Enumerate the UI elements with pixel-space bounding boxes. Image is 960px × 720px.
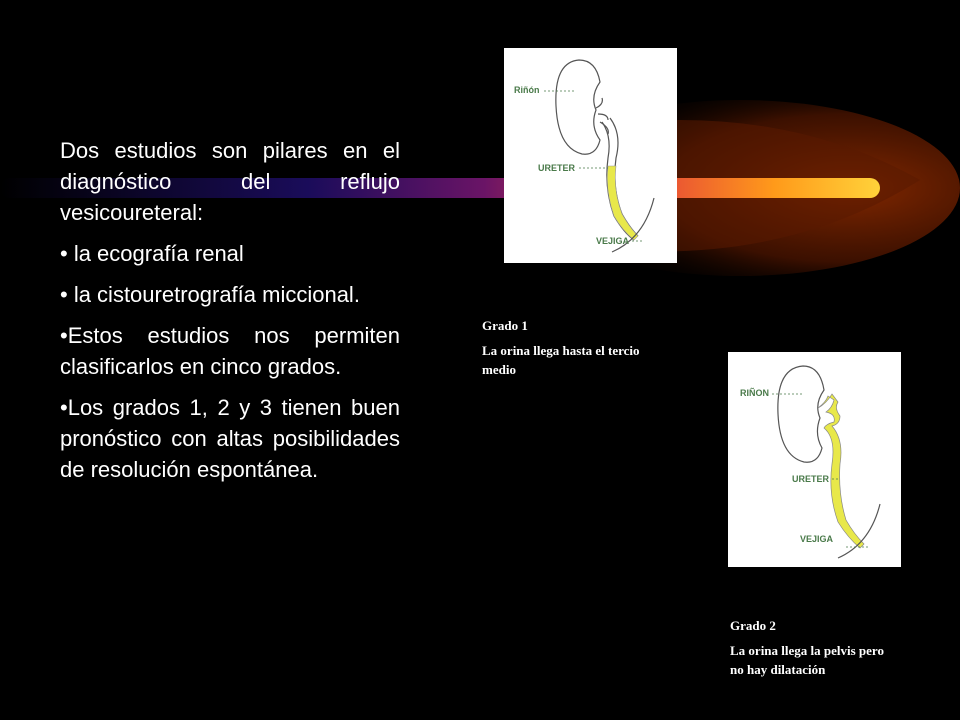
grade2-kidney-label: RIÑON — [740, 388, 769, 398]
grade2-caption-text: La orina llega la pelvis pero no hay dil… — [730, 643, 884, 677]
bullet-cistouretrografia: • la cistouretrografía miccional. — [60, 282, 360, 307]
grade1-caption: Grado 1 La orina llega hasta el tercio m… — [482, 316, 652, 379]
bullet-pronostico: •Los grados 1, 2 y 3 tienen buen pronóst… — [60, 395, 400, 482]
bullet-ecografia: • la ecografía renal — [60, 241, 244, 266]
grade2-ureter-label: URETER — [792, 474, 830, 484]
grade1-caption-title: Grado 1 — [482, 318, 528, 333]
grade1-kidney-label: Riñón — [514, 85, 540, 95]
grade2-bladder-label: VEJIGA — [800, 534, 834, 544]
main-text: Dos estudios son pilares en el diagnósti… — [60, 135, 400, 497]
grade1-diagram: Riñón URETER VEJIGA — [504, 48, 677, 263]
intro-paragraph: Dos estudios son pilares en el diagnósti… — [60, 138, 400, 225]
grade2-caption: Grado 2 La orina llega la pelvis pero no… — [730, 616, 900, 679]
grade2-caption-title: Grado 2 — [730, 618, 776, 633]
bullet-clasificacion: •Estos estudios nos permiten clasificarl… — [60, 323, 400, 379]
grade1-ureter-label: URETER — [538, 163, 576, 173]
grade2-diagram: RIÑON URETER VEJIGA — [728, 352, 901, 567]
grade1-caption-text: La orina llega hasta el tercio medio — [482, 343, 640, 377]
grade1-bladder-label: VEJIGA — [596, 236, 630, 246]
